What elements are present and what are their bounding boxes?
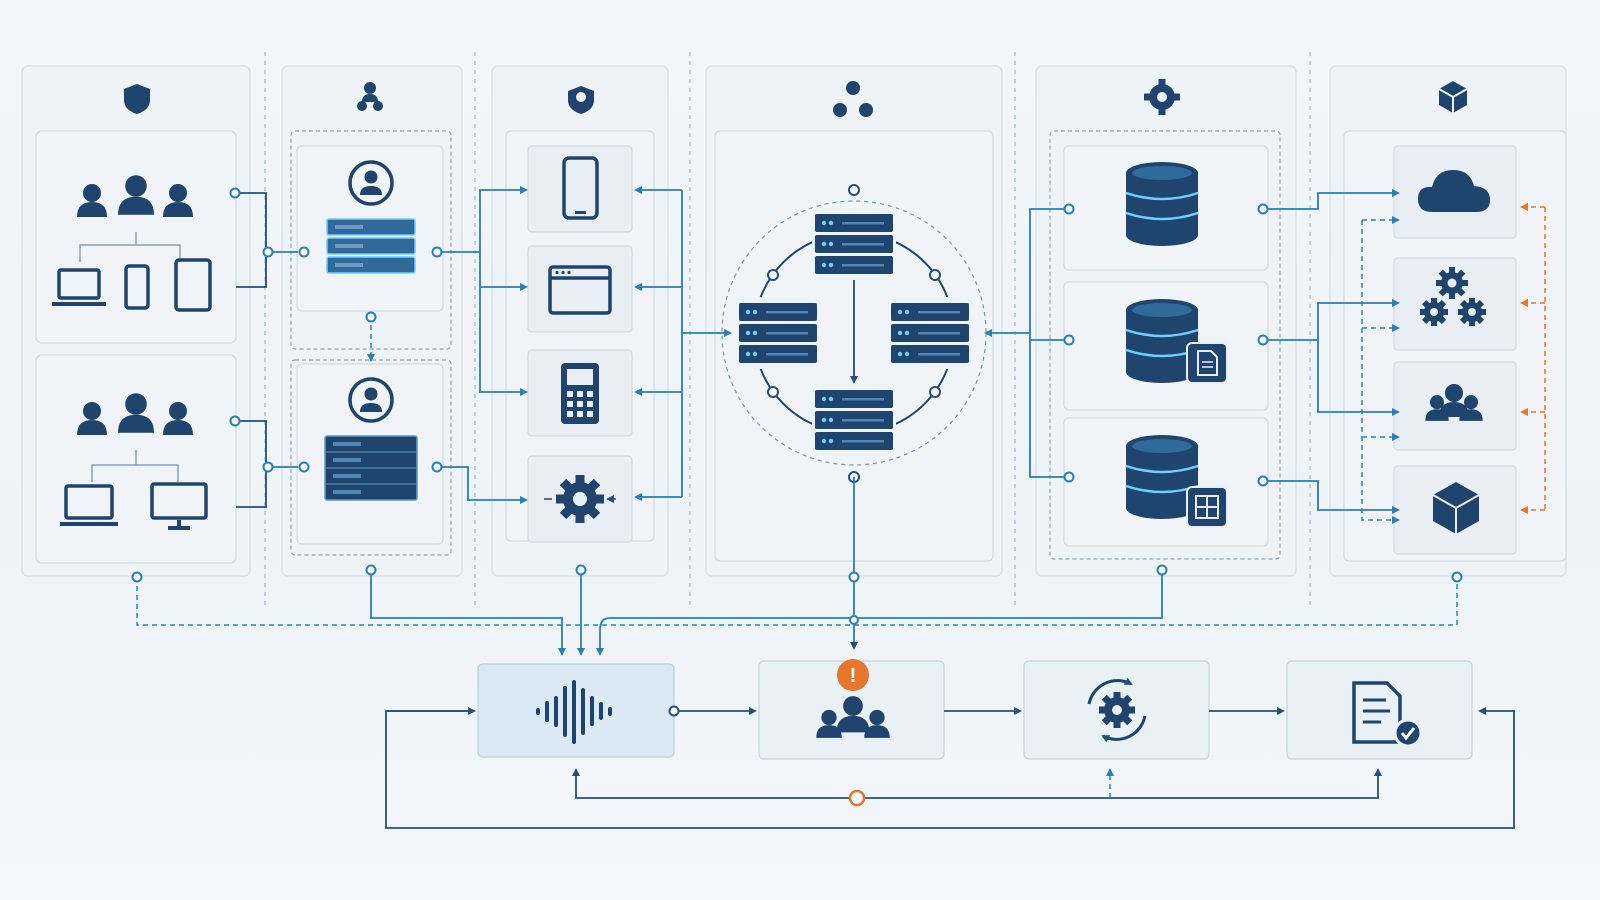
- gears-icon: [1420, 267, 1486, 326]
- column-6-cards: [1343, 130, 1567, 562]
- pipeline: !: [385, 659, 1515, 829]
- gear-icon: [1144, 79, 1180, 115]
- box-icon: [1432, 482, 1480, 534]
- document-check-icon: [1352, 681, 1423, 748]
- gear-icon: [544, 475, 616, 523]
- cube-icon: [1438, 81, 1468, 113]
- user-server-stack-icon: [324, 377, 418, 501]
- alert-badge: !: [850, 665, 857, 687]
- column-1-cards: [35, 130, 237, 564]
- browser-window-icon: [548, 265, 612, 315]
- database-icon: [1124, 160, 1200, 248]
- cloud-icon: [1418, 170, 1490, 212]
- user-server-icon: [326, 160, 416, 274]
- users-devices-icon: [52, 175, 212, 312]
- column-5-cards: [1049, 130, 1281, 560]
- database-document-icon: [1124, 297, 1228, 385]
- users-desktops-icon: [60, 393, 208, 530]
- server-ring-icon: [714, 130, 994, 562]
- cluster-icon: [833, 81, 873, 117]
- database-table-icon: [1124, 433, 1228, 528]
- user-shield-icon: [568, 86, 594, 114]
- smartphone-icon: [562, 156, 599, 220]
- calculator-icon: [561, 363, 599, 424]
- sound-wave-icon: [536, 680, 612, 744]
- column-2-cards: [290, 130, 452, 556]
- team-alert-icon: !: [816, 659, 890, 738]
- user-hierarchy-icon: [357, 82, 383, 111]
- column-separators: [264, 52, 1311, 610]
- shield-icon: [124, 84, 150, 114]
- column-3-cards: [505, 130, 655, 543]
- refresh-gear-icon: [1087, 677, 1147, 743]
- connectors: [131, 186, 1546, 656]
- column-headers: [124, 79, 1468, 117]
